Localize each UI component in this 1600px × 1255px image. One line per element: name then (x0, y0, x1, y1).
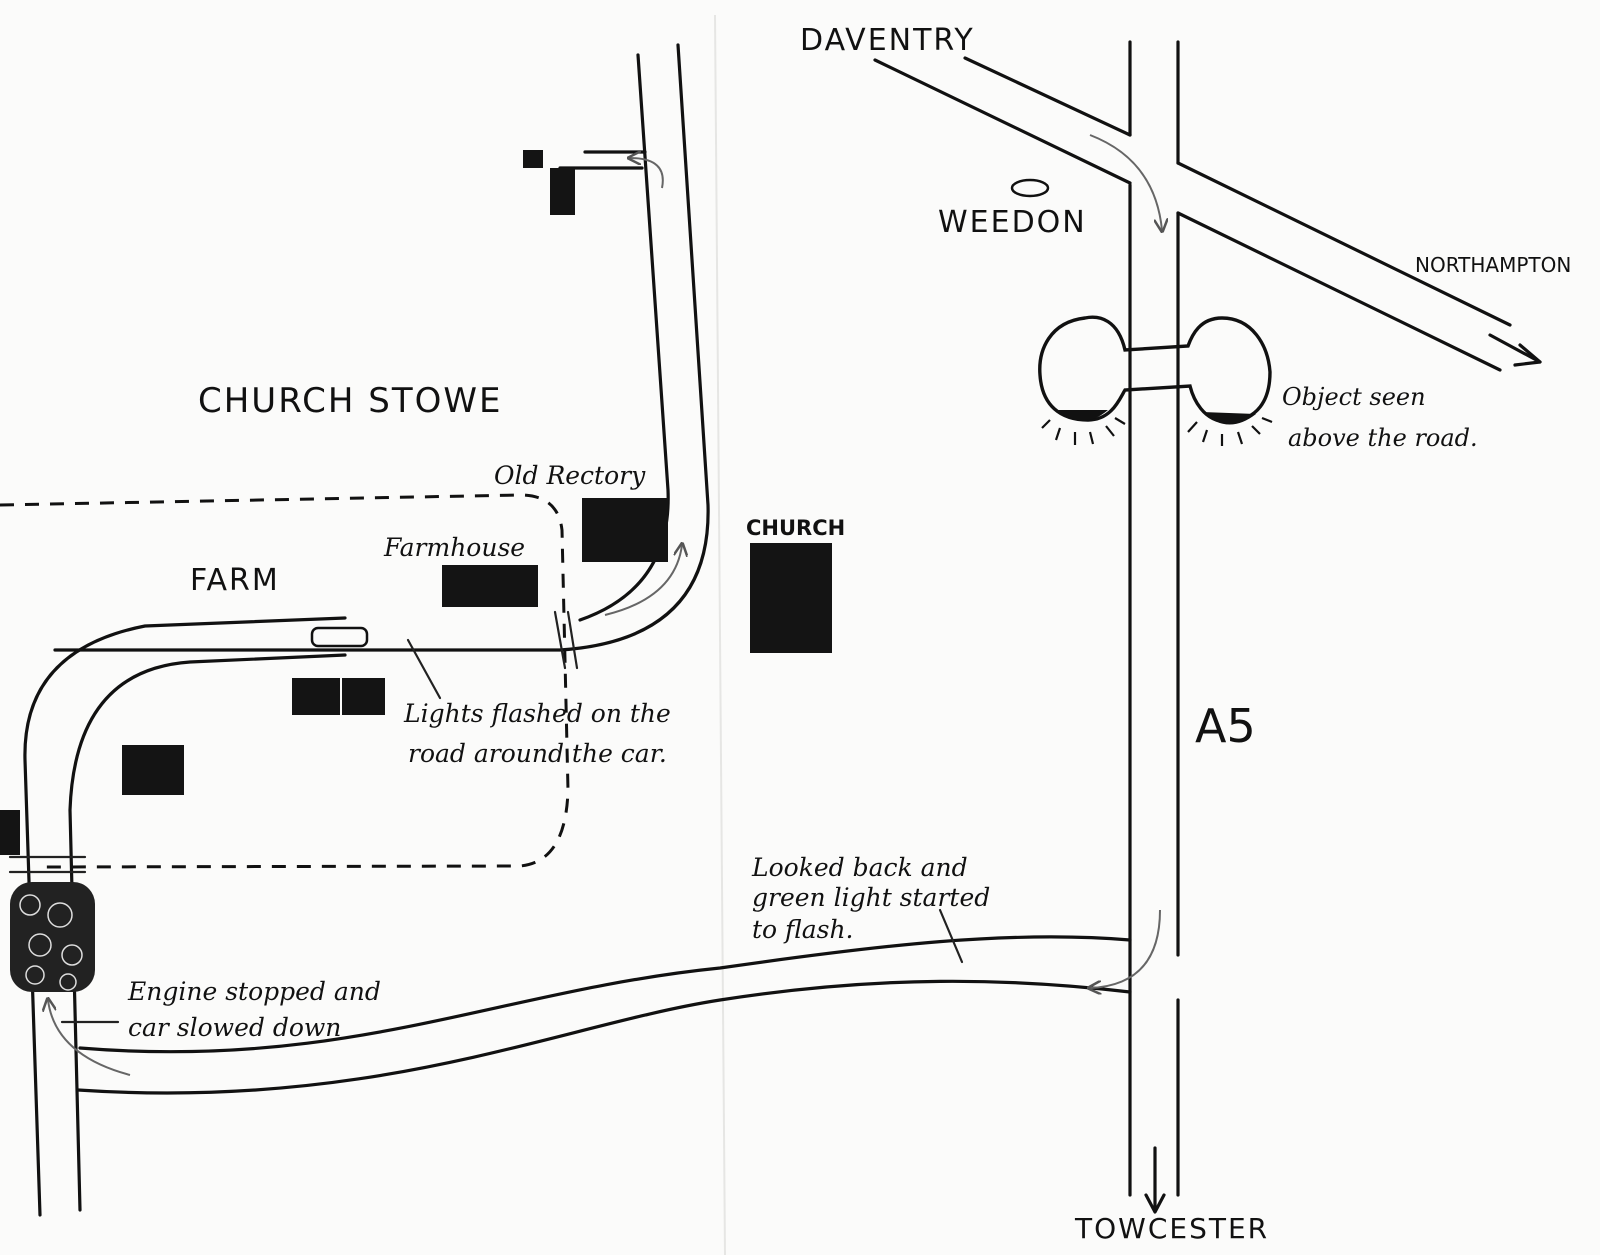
farm-building (342, 678, 385, 715)
arrow-right-icon (1488, 333, 1542, 367)
towcester-label: TOWCESTER (1074, 1212, 1269, 1245)
object-note-line1: Object seen (1282, 383, 1426, 411)
village-boundary (0, 493, 570, 869)
farm-building (122, 745, 184, 795)
church-label: CHURCH (746, 516, 845, 540)
lights-note-line2: road around the car. (408, 739, 667, 768)
engine-note-line1: Engine stopped and (127, 977, 381, 1006)
object-note-line2: above the road. (1288, 424, 1478, 452)
hedge-clump (10, 882, 95, 992)
lights-note-line1: Lights flashed on the (403, 699, 671, 728)
old-rectory-label: Old Rectory (494, 461, 646, 490)
leader-line (938, 908, 964, 964)
farmhouse-label: Farmhouse (383, 533, 525, 562)
daventry-label: DAVENTRY (800, 23, 975, 58)
leader-line (406, 638, 442, 700)
object-sighting-icon (1038, 315, 1273, 446)
paper-fold (714, 14, 726, 1255)
farmhouse-building (442, 565, 538, 607)
a5-label: A5 (1195, 699, 1256, 753)
old-rectory-building (582, 498, 668, 562)
gate-marks (8, 610, 579, 874)
weedon-marker (1010, 178, 1050, 198)
looked-note-line2: green light started (752, 883, 990, 912)
church-building (750, 543, 832, 653)
looked-note-line1: Looked back and (751, 853, 968, 882)
engine-note-line2: car slowed down (128, 1013, 341, 1042)
lane-building (550, 168, 575, 215)
route-arrow-icon (48, 134, 1162, 1076)
farm-label: FARM (190, 563, 280, 598)
looked-note-line3: to flash. (752, 915, 854, 944)
car-outline (310, 626, 369, 648)
arrow-down-icon (1144, 1146, 1166, 1214)
daventry-northampton-road (873, 56, 1512, 372)
church-stowe-label: CHURCH STOWE (198, 381, 502, 421)
weedon-label: WEEDON (938, 205, 1087, 240)
a5-road (1128, 40, 1180, 1197)
farm-road (23, 616, 1132, 1217)
farm-building (292, 678, 340, 715)
northampton-label: NORTHAMPTON (1415, 253, 1571, 277)
edge-building (0, 810, 20, 855)
small-building (523, 150, 543, 168)
